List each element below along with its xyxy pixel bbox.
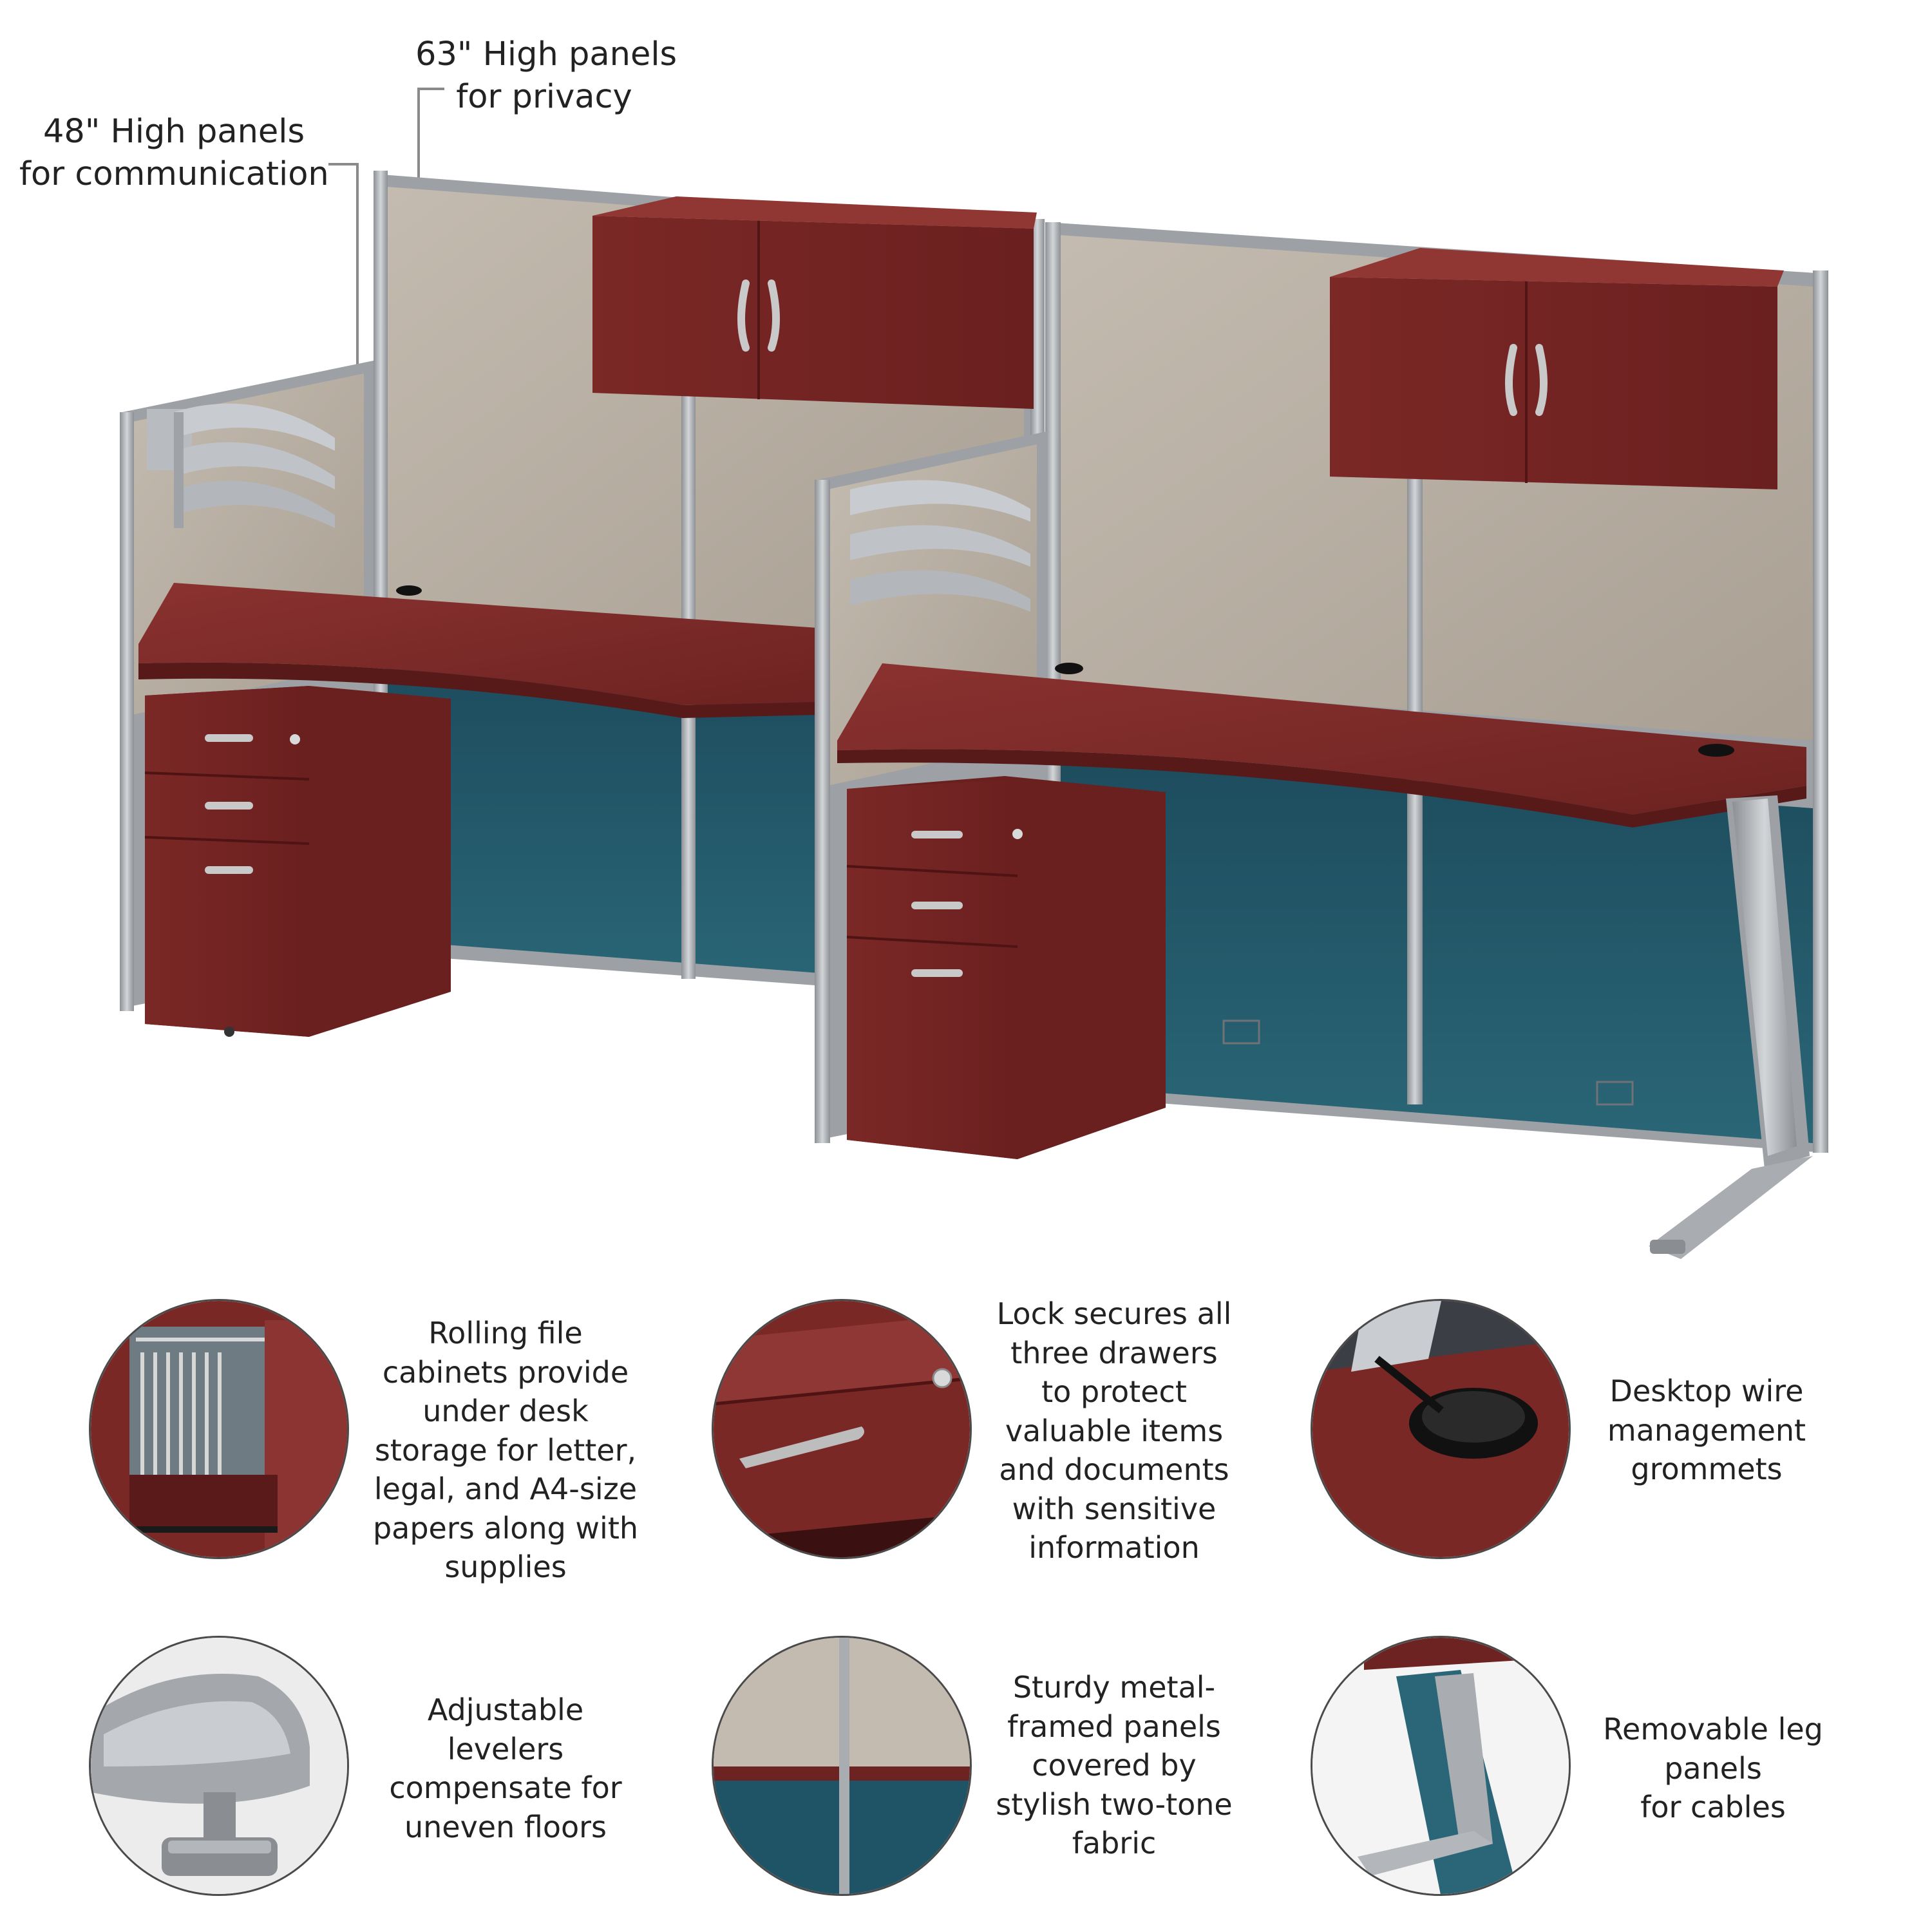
- feature-line: legal, and A4-size: [374, 1472, 638, 1506]
- callout-48-line1: 48" High panels: [43, 113, 305, 151]
- panel-fabric-closeup-icon: [712, 1636, 972, 1896]
- left-pedestal: [144, 686, 451, 1037]
- feature-line: storage for letter,: [374, 1432, 637, 1468]
- feature-line: uneven floors: [404, 1809, 607, 1844]
- file-cabinet-closeup-icon: [89, 1299, 349, 1559]
- leveler-closeup-icon: [89, 1636, 349, 1896]
- feature-line: with sensitive: [1012, 1491, 1217, 1526]
- callout-63-high-panels: 63" High panels for privacy: [415, 33, 677, 118]
- feature-line: framed panels: [1007, 1709, 1221, 1744]
- feature-line: information: [1028, 1530, 1200, 1565]
- feature-line: cabinets provide: [382, 1354, 629, 1390]
- feature-line: to protect: [1041, 1374, 1187, 1409]
- callout-48-high-panels: 48" High panels for communication: [19, 111, 329, 196]
- right-wall-cabinet: [1330, 248, 1784, 489]
- feature-leg-panels: Removable leg panels for cables: [1591, 1710, 1835, 1827]
- feature-line: Lock secures all: [996, 1296, 1232, 1331]
- feature-line: levelers: [447, 1731, 564, 1766]
- feature-line: for cables: [1640, 1790, 1786, 1824]
- left-desk: [138, 583, 818, 718]
- feature-levelers: Adjustable levelers compensate for uneve…: [374, 1690, 638, 1846]
- feature-line: three drawers: [1010, 1335, 1218, 1370]
- feature-fabric-panels: Sturdy metal- framed panels covered by s…: [985, 1668, 1243, 1863]
- leader-line-48: [328, 163, 359, 398]
- feature-line: grommets: [1631, 1452, 1783, 1486]
- feature-lock: Lock secures all three drawers to protec…: [979, 1294, 1249, 1567]
- feature-line: and documents: [999, 1452, 1229, 1487]
- callout-63-line2: for privacy: [456, 78, 632, 116]
- grommet-closeup-icon: [1311, 1299, 1571, 1559]
- feature-line: panels: [1664, 1750, 1762, 1786]
- feature-line: Removable leg: [1603, 1712, 1823, 1747]
- feature-file-cabinets: Rolling file cabinets provide under desk…: [367, 1314, 644, 1587]
- feature-line: Sturdy metal-: [1012, 1670, 1216, 1705]
- callout-48-line2: for communication: [19, 155, 329, 193]
- right-pedestal: [846, 776, 1166, 1159]
- feature-line: papers along with: [372, 1510, 639, 1546]
- feature-line: supplies: [444, 1549, 567, 1584]
- left-letter-tray: [147, 403, 335, 528]
- lock-drawer-closeup-icon: [712, 1299, 972, 1559]
- feature-line: Rolling file: [428, 1316, 583, 1350]
- feature-line: under desk: [422, 1394, 589, 1428]
- feature-line: valuable items: [1005, 1413, 1224, 1448]
- feature-line: stylish two-tone: [996, 1786, 1233, 1822]
- callout-63-line1: 63" High panels: [415, 35, 677, 73]
- feature-line: Desktop wire: [1609, 1374, 1804, 1408]
- feature-grommets: Desktop wire management grommets: [1584, 1372, 1829, 1489]
- feature-line: fabric: [1072, 1826, 1157, 1861]
- leg-panel-closeup-icon: [1311, 1636, 1571, 1896]
- right-desk-leg: [1649, 795, 1813, 1259]
- feature-line: management: [1607, 1412, 1806, 1448]
- left-wall-cabinet: [592, 196, 1037, 409]
- feature-line: Adjustable: [427, 1692, 584, 1727]
- right-desk: [837, 663, 1806, 828]
- feature-line: covered by: [1032, 1748, 1197, 1783]
- right-letter-tray: [850, 480, 1030, 612]
- workstation-illustration: [120, 88, 1828, 1259]
- feature-line: compensate for: [389, 1770, 622, 1805]
